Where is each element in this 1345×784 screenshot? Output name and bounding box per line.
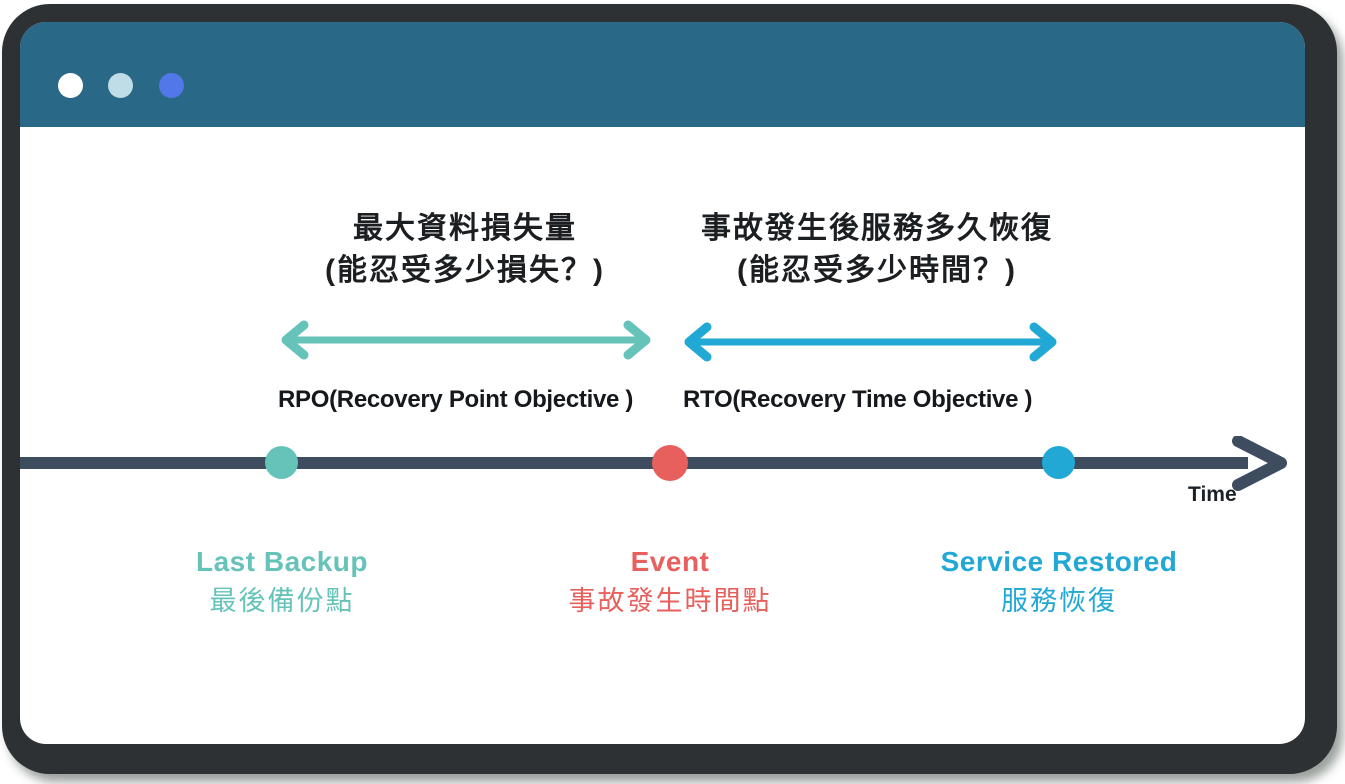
browser-window: 最大資料損失量 (能忍受多少損失？) 事故發生後服務多久恢復 (能忍受多少時間？… bbox=[20, 22, 1305, 744]
window-control-dot-3[interactable] bbox=[159, 73, 184, 98]
browser-frame: 最大資料損失量 (能忍受多少損失？) 事故發生後服務多久恢復 (能忍受多少時間？… bbox=[2, 4, 1337, 774]
browser-titlebar bbox=[20, 22, 1305, 127]
last-backup-subtitle: 最後備份點 bbox=[209, 586, 355, 616]
last-backup-label: Last Backup 最後備份點 bbox=[107, 544, 457, 620]
event-subtitle: 事故發生時間點 bbox=[568, 586, 772, 616]
rpo-heading-line2: (能忍受多少損失？) bbox=[325, 254, 605, 287]
rpo-range-arrow-icon bbox=[281, 320, 651, 360]
rto-heading: 事故發生後服務多久恢復 (能忍受多少時間？) bbox=[647, 208, 1107, 292]
rto-range-arrow-icon bbox=[684, 322, 1057, 362]
service-restored-title: Service Restored bbox=[940, 546, 1178, 577]
rto-heading-line1: 事故發生後服務多久恢復 bbox=[701, 212, 1053, 245]
rto-label: RTO(Recovery Time Objective ) bbox=[683, 386, 1033, 413]
event-dot bbox=[652, 445, 688, 481]
rpo-label: RPO(Recovery Point Objective ) bbox=[278, 386, 634, 413]
rto-heading-line2: (能忍受多少時間？) bbox=[737, 254, 1017, 287]
event-label: Event 事故發生時間點 bbox=[495, 544, 845, 620]
service-restored-dot bbox=[1042, 446, 1075, 479]
service-restored-label: Service Restored 服務恢復 bbox=[884, 544, 1234, 620]
window-control-dot-1[interactable] bbox=[58, 73, 83, 98]
event-title: Event bbox=[630, 546, 710, 577]
last-backup-title: Last Backup bbox=[196, 546, 368, 577]
last-backup-dot bbox=[265, 446, 298, 479]
rpo-heading-line1: 最大資料損失量 bbox=[353, 212, 577, 245]
window-control-dot-2[interactable] bbox=[108, 73, 133, 98]
time-axis-label: Time bbox=[1188, 483, 1237, 506]
service-restored-subtitle: 服務恢復 bbox=[1001, 586, 1117, 616]
rpo-heading: 最大資料損失量 (能忍受多少損失？) bbox=[255, 208, 675, 292]
